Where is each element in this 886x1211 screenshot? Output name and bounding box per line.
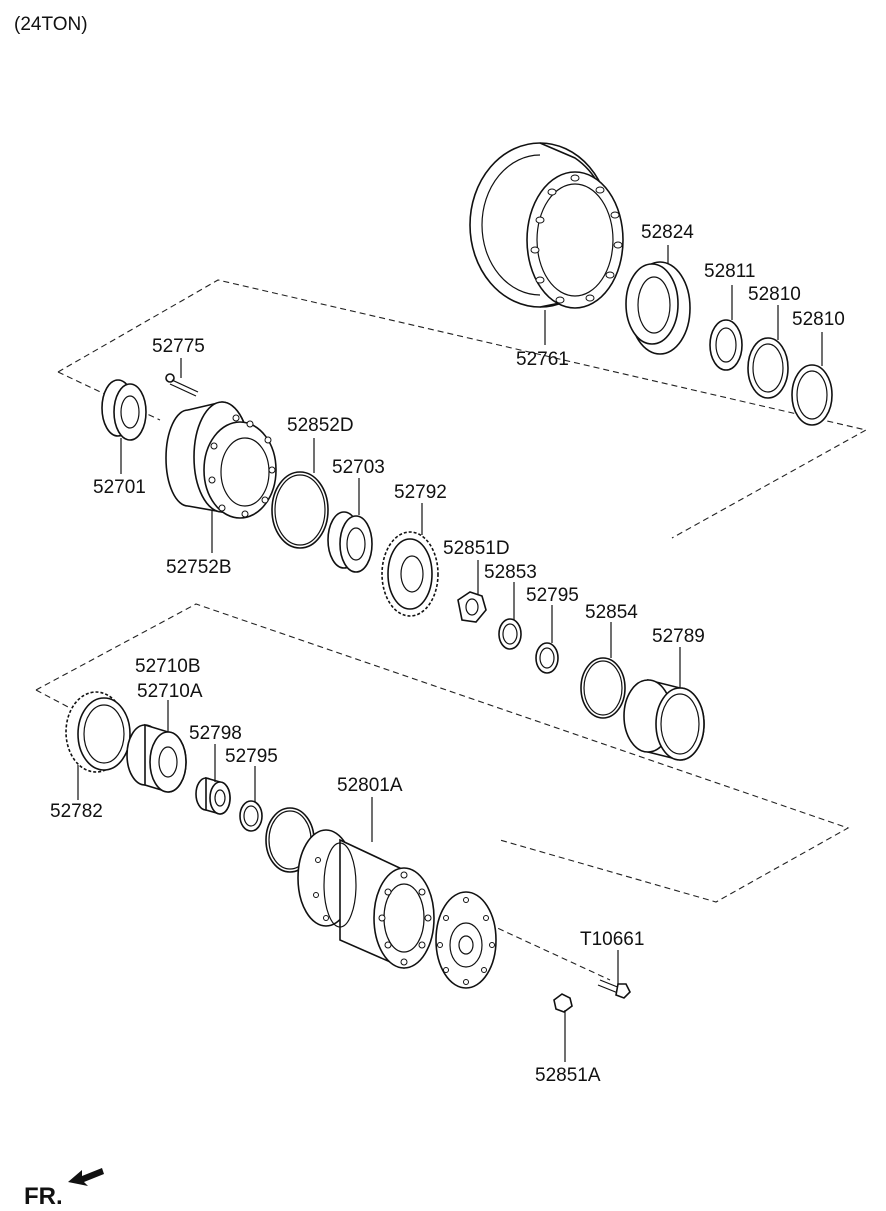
ring-52824[interactable] xyxy=(625,261,691,355)
label-52851D: 52851D xyxy=(443,538,510,559)
label-52801A: 52801A xyxy=(337,775,403,796)
front-direction-label: FR. xyxy=(24,1183,63,1210)
seal-52811[interactable] xyxy=(709,319,743,371)
label-52782: 52782 xyxy=(50,801,103,822)
washer-52795-b[interactable] xyxy=(239,800,263,832)
bolt-axis-line xyxy=(479,919,611,981)
diagram-title: (24TON) xyxy=(14,14,88,35)
nut-52851A[interactable] xyxy=(553,993,573,1013)
cover-plate[interactable] xyxy=(435,891,497,989)
ring-52810-b[interactable] xyxy=(791,364,833,426)
sleeve-52789[interactable] xyxy=(623,678,705,761)
bearing-52703[interactable] xyxy=(327,511,373,573)
ring-gear-52782[interactable] xyxy=(65,691,131,773)
label-52824: 52824 xyxy=(641,222,694,243)
label-52810-a: 52810 xyxy=(748,284,801,305)
label-52798: 52798 xyxy=(189,723,242,744)
ring-52810-a[interactable] xyxy=(747,337,789,399)
label-52775: 52775 xyxy=(152,336,205,357)
arrow-icon xyxy=(68,1168,104,1186)
gear-52792[interactable] xyxy=(381,531,439,617)
snap-ring-52854[interactable] xyxy=(580,657,626,719)
lower-assembly-edge xyxy=(35,689,71,709)
label-52811: 52811 xyxy=(704,261,756,282)
label-52701: 52701 xyxy=(93,477,146,498)
label-52854: 52854 xyxy=(585,602,638,623)
o-ring-52852D[interactable] xyxy=(271,471,329,549)
washer-52853[interactable] xyxy=(498,618,522,650)
label-52795-a: 52795 xyxy=(526,585,579,606)
label-52703: 52703 xyxy=(332,457,385,478)
label-52752B: 52752B xyxy=(166,557,232,578)
bolt-T10661[interactable] xyxy=(597,979,631,999)
label-52792: 52792 xyxy=(394,482,447,503)
bolt-52775[interactable] xyxy=(165,373,199,397)
label-52710A: 52710A xyxy=(137,681,203,702)
label-52853: 52853 xyxy=(484,562,537,583)
upper-assembly-outline xyxy=(57,279,868,539)
planet-gear-52710[interactable] xyxy=(126,723,187,793)
housing-52801A[interactable] xyxy=(297,829,435,969)
label-52795-b: 52795 xyxy=(225,746,278,767)
brake-drum-52761[interactable] xyxy=(469,142,624,309)
label-52852D: 52852D xyxy=(287,415,354,436)
roller-bearing-52798[interactable] xyxy=(195,776,231,815)
label-52810-b: 52810 xyxy=(792,309,845,330)
lower-assembly-outline xyxy=(35,603,850,903)
bearing-52701[interactable] xyxy=(101,379,147,441)
washer-52795-a[interactable] xyxy=(535,642,559,674)
label-T10661: T10661 xyxy=(580,929,645,950)
label-52761: 52761 xyxy=(516,349,569,370)
label-52710B: 52710B xyxy=(135,656,201,677)
label-52789: 52789 xyxy=(652,626,705,647)
hub-52752B[interactable] xyxy=(165,401,277,519)
label-52851A: 52851A xyxy=(535,1065,601,1086)
nut-52851D[interactable] xyxy=(457,591,487,623)
